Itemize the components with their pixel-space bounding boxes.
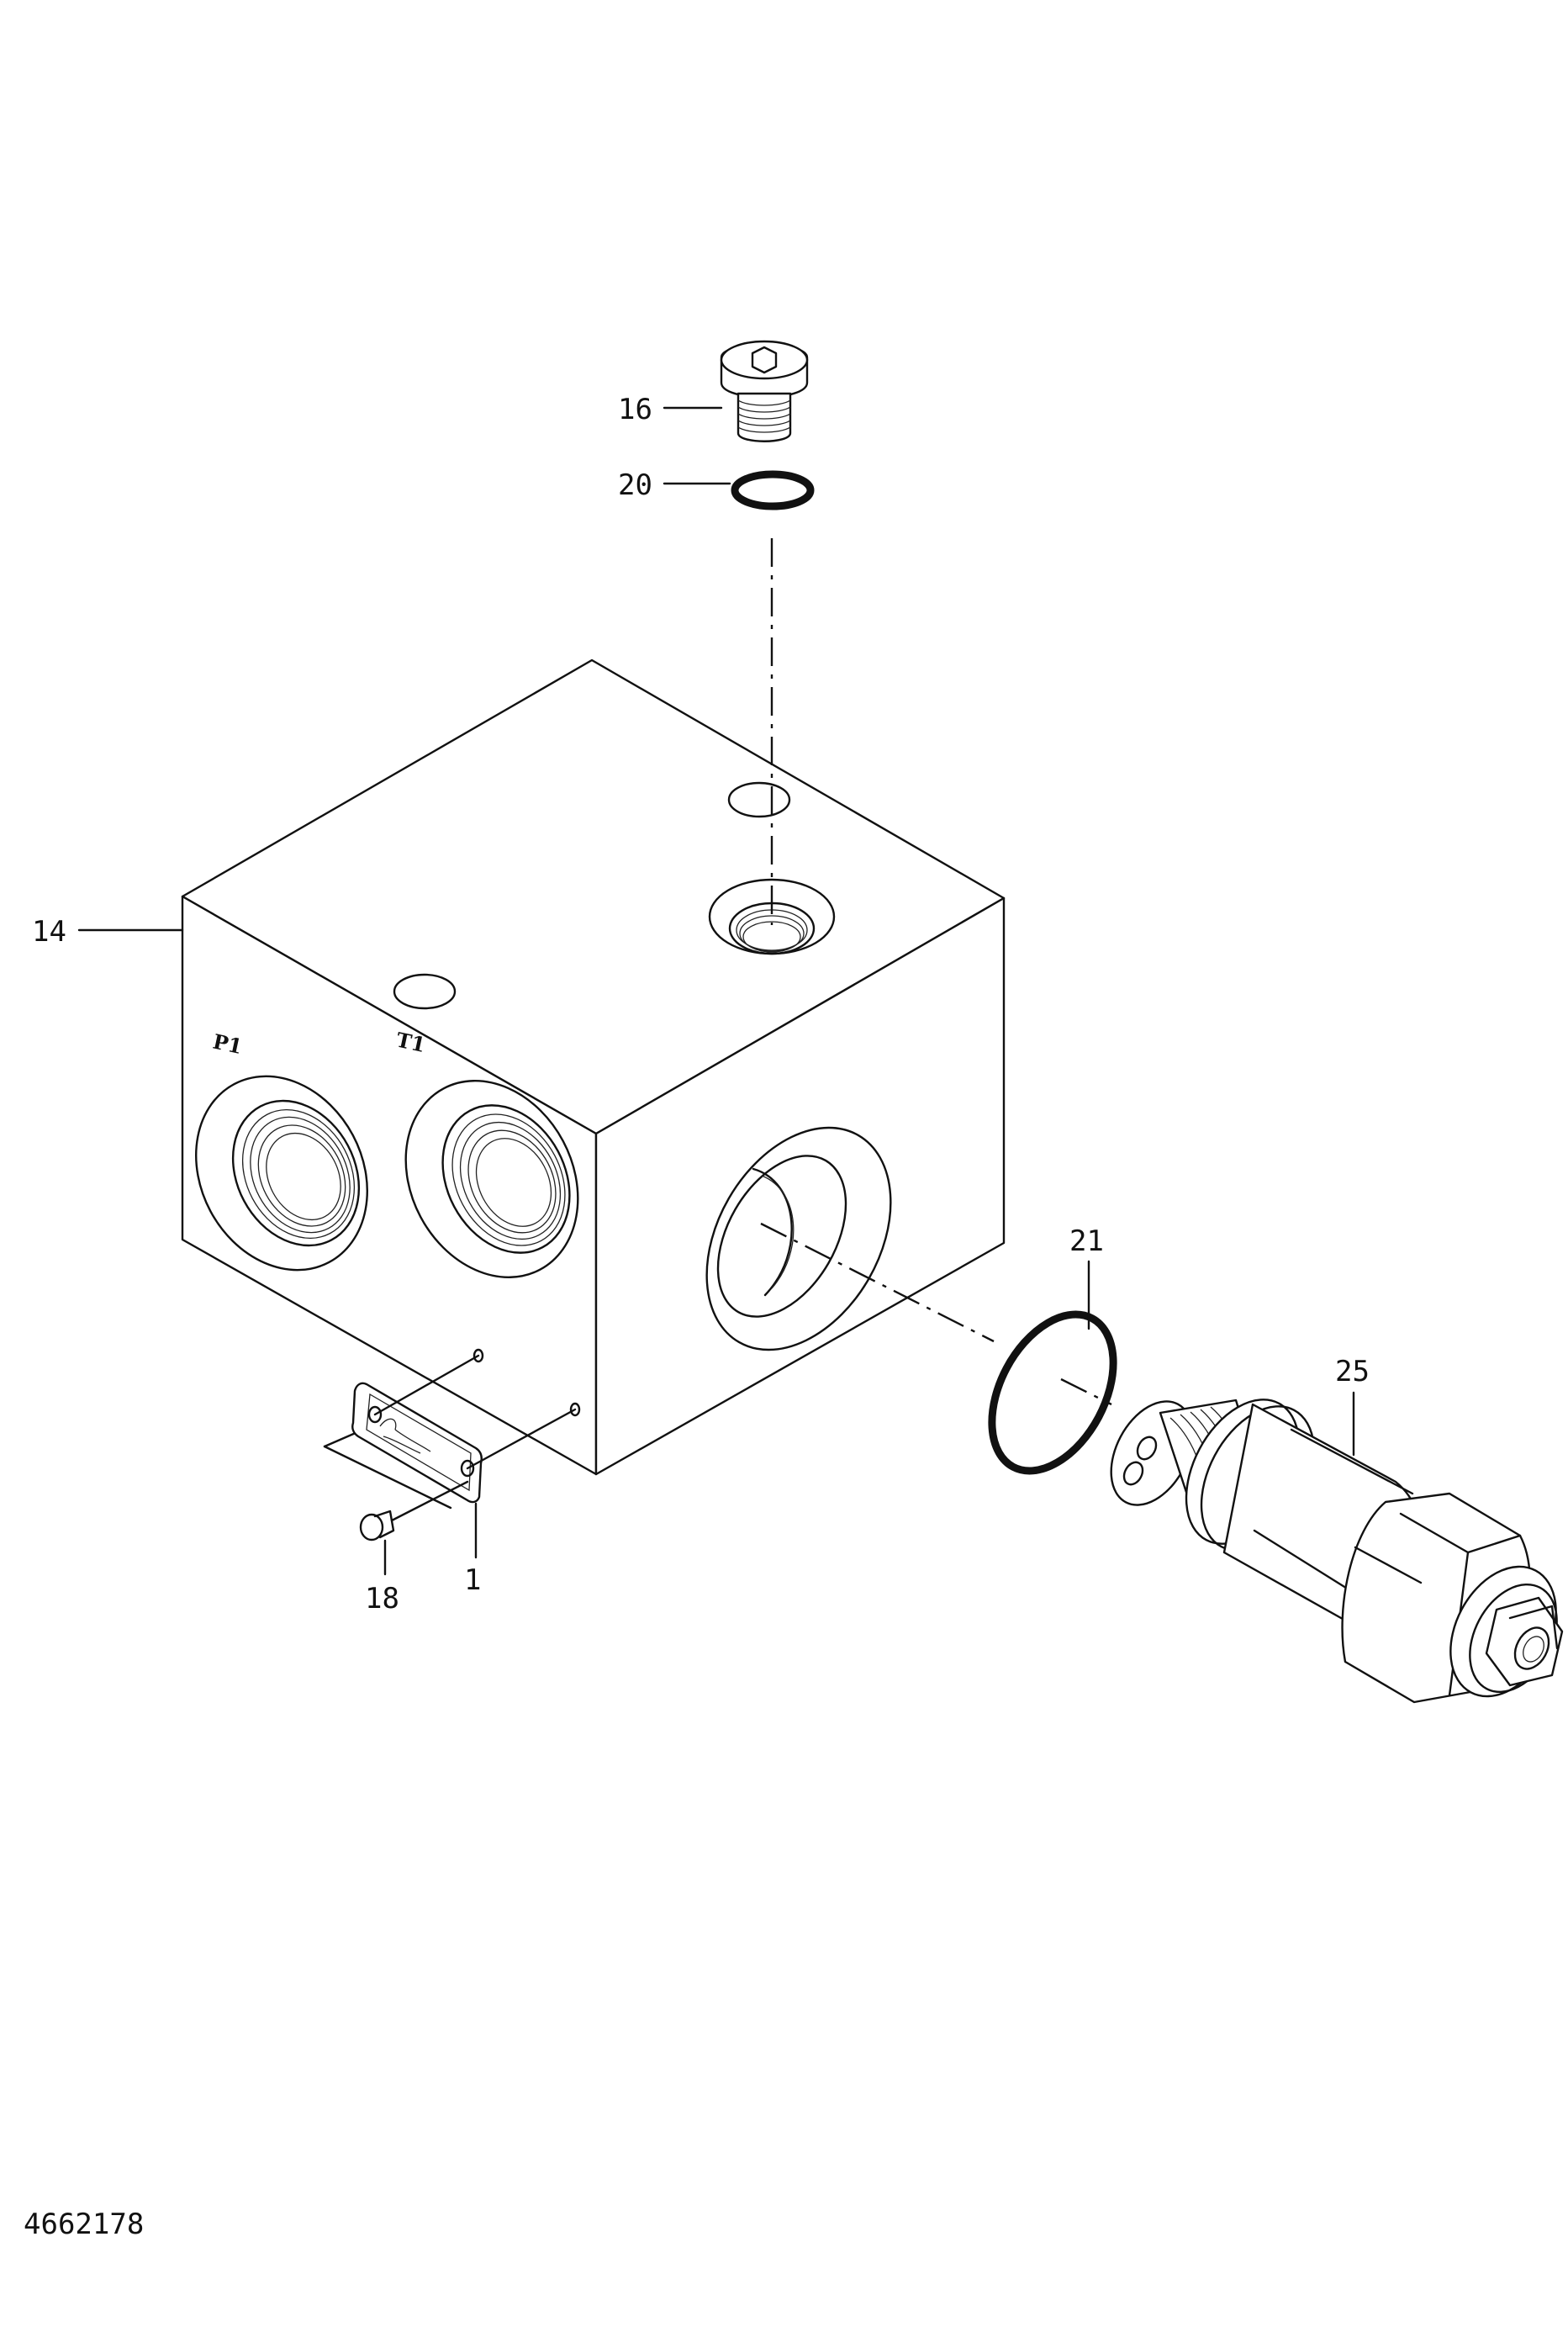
port-label-t1: T1: [394, 1028, 428, 1058]
block-right-face: [594, 896, 1006, 1476]
port-p1: [195, 1075, 368, 1272]
port-t1: [404, 1080, 579, 1278]
drive-screw-line-lower: [466, 1408, 577, 1470]
o-ring-part-20: [731, 470, 815, 510]
callout-21: 21: [1069, 1224, 1104, 1258]
document-number: 4662178: [24, 2208, 144, 2241]
relief-valve-part-25: [1110, 1399, 1564, 1704]
callout-18: 18: [365, 1582, 399, 1615]
callout-1: 1: [464, 1563, 481, 1597]
callout-14: 14: [32, 915, 66, 949]
callout-25: 25: [1335, 1355, 1370, 1388]
drive-screw-line-upper: [373, 1354, 480, 1416]
axis-line-ring: [1060, 1378, 1112, 1406]
o-ring-part-21: [988, 1310, 1117, 1475]
callout-20: 20: [618, 468, 652, 502]
valve-block-part-14: [181, 658, 1006, 1476]
name-plate-part-1: [323, 1382, 483, 1510]
drive-screw-part-18: [359, 1480, 469, 1541]
port-label-p1: P1: [211, 1029, 245, 1060]
callout-16: 16: [618, 393, 652, 426]
plug-part-16: [720, 340, 809, 442]
axis-line-side-port: [760, 1222, 995, 1343]
side-port: [705, 1126, 892, 1351]
